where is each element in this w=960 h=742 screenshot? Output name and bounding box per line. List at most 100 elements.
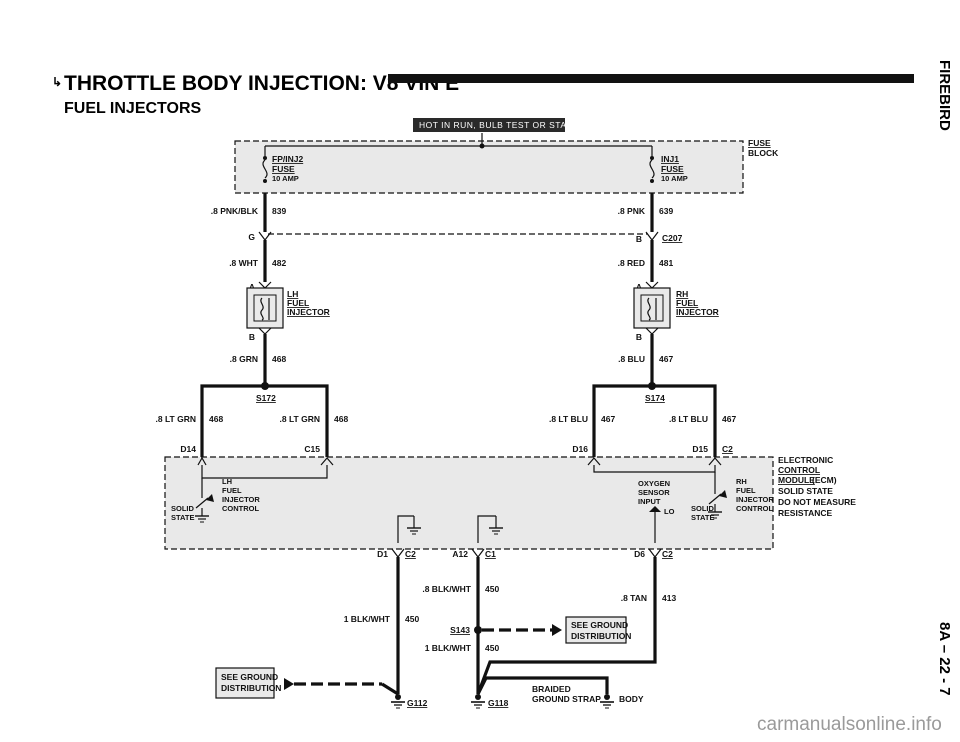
- ecm-note-3: RESISTANCE: [778, 508, 832, 518]
- ecm-d14-pin-icon: [197, 456, 207, 466]
- conn-d6-icon: [648, 548, 662, 558]
- wire-467-split: [592, 384, 717, 457]
- conn-d1-icon: [391, 548, 405, 558]
- wire-code-468b: 468: [209, 414, 223, 424]
- page-title: THROTTLE BODY INJECTION: V8 VIN E: [64, 72, 459, 95]
- wire-label-blkwht3: 1 BLK/WHT: [425, 643, 472, 653]
- ecm-left-s2: STATE: [171, 513, 194, 522]
- conn-d1: D1: [377, 549, 388, 559]
- wire-label-grn: .8 GRN: [230, 354, 258, 364]
- ground-body-icon: [600, 694, 614, 709]
- connector-g-icon: [258, 231, 272, 241]
- wire-label-wht: .8 WHT: [229, 258, 259, 268]
- injector-right-l1: RH: [676, 289, 688, 299]
- see-ground-2: SEE GROUND: [571, 620, 628, 630]
- ground-g118-icon: [471, 694, 485, 709]
- fuse-left-top-icon: [263, 156, 267, 160]
- wire-label-ltblu2: .8 LT BLU: [669, 414, 708, 424]
- switch-right-icon: [708, 493, 722, 505]
- conn-c1: C1: [485, 549, 496, 559]
- injector-left-l3: INJECTOR: [287, 307, 330, 317]
- distribution-1: DISTRIBUTION: [221, 683, 281, 693]
- wire-label-blkwht1: .8 BLK/WHT: [422, 584, 471, 594]
- conn-b: B: [636, 234, 642, 244]
- ground-ecm-2-icon: [489, 516, 503, 535]
- inj-right-conn-a-icon: [645, 281, 659, 289]
- fuse-right-type: FUSE: [661, 164, 684, 174]
- conn-c207: C207: [662, 233, 683, 243]
- ground-right-ctrl-icon: [708, 508, 722, 519]
- switch-left-arrow-icon: [206, 494, 214, 502]
- fuse-block-box: [234, 140, 744, 194]
- fuse-left-name: FP/INJ2: [272, 154, 303, 164]
- fuse-right-icon: [649, 159, 655, 179]
- wire-label-red: .8 RED: [618, 258, 645, 268]
- ecm-title-3b: (ECM): [812, 475, 837, 485]
- wire-413-tan: [476, 557, 657, 695]
- conn-c2-top: C2: [722, 444, 733, 454]
- see-ground-1: SEE GROUND: [221, 672, 278, 682]
- conn-d16: D16: [572, 444, 588, 454]
- ecm-oxygen-l3: INPUT: [638, 497, 661, 506]
- ecm-title-3: MODULE: [778, 475, 815, 485]
- ecm-note-2: DO NOT MEASURE: [778, 497, 856, 507]
- wire-label-blu: .8 BLU: [618, 354, 645, 364]
- inj-left-conn-a-icon: [258, 281, 272, 289]
- ecm-left-internal: [201, 465, 328, 479]
- fuse-left-icon: [262, 159, 268, 179]
- conn-a-left: A: [249, 282, 255, 292]
- ecm-oxygen-lo: LO: [664, 507, 675, 516]
- fuse-right-rating: 10 AMP: [661, 174, 688, 183]
- ecm-right-l1: RH: [736, 477, 747, 486]
- ground-left-ctrl-icon: [195, 512, 209, 523]
- left-ground-arrow-join: [381, 682, 399, 696]
- ecm-note-1: SOLID STATE: [778, 486, 833, 496]
- wire-code-482: 482: [272, 258, 286, 268]
- fuse-block-title-1: FUSE: [748, 138, 771, 148]
- conn-d15: D15: [692, 444, 708, 454]
- wire-code-450a: 450: [485, 584, 499, 594]
- conn-a-right: A: [636, 282, 642, 292]
- fuse-right-name: INJ1: [661, 154, 679, 164]
- splice-s143: S143: [450, 625, 470, 635]
- braided-strap-wire: [476, 676, 609, 695]
- wire-code-481: 481: [659, 258, 673, 268]
- injector-left-coil-path: [260, 297, 264, 321]
- ecm-right-s1: SOLID: [691, 504, 715, 513]
- wire-label-ltblu1: .8 LT BLU: [549, 414, 588, 424]
- wire-code-450c: 450: [485, 643, 499, 653]
- ecm-left-l3: INJECTOR: [222, 495, 260, 504]
- ecm-right-s2: STATE: [691, 513, 714, 522]
- wire-label-ltgrn1: .8 LT GRN: [156, 414, 196, 424]
- injector-left-coil-icon: [253, 294, 277, 322]
- conn-c15: C15: [304, 444, 320, 454]
- inj-left-conn-b-icon: [258, 327, 272, 335]
- conn-d14: D14: [180, 444, 196, 454]
- page-number: 8A – 22 - 7: [936, 622, 953, 696]
- left-ground-arrow-icon: [284, 678, 294, 690]
- conn-a12-icon: [471, 548, 485, 558]
- hot-banner-text: HOT IN RUN, BULB TEST OR START: [419, 120, 579, 130]
- wire-label-tan: .8 TAN: [621, 593, 647, 603]
- wire-code-468a: 468: [272, 354, 286, 364]
- wire-code-467b: 467: [601, 414, 615, 424]
- conn-b-right: B: [636, 332, 642, 342]
- fuse-right-bottom-icon: [650, 179, 654, 183]
- ecm-c15-pin-icon: [320, 457, 334, 466]
- wire-468-split: [200, 384, 329, 457]
- side-model: FIREBIRD: [936, 60, 953, 131]
- see-ground-box-left: [215, 667, 275, 699]
- splice-s143-icon: [474, 626, 482, 634]
- wire-code-450b: 450: [405, 614, 419, 624]
- wire-label-pnk: .8 PNK: [618, 206, 646, 216]
- ecm-a12-internal: [477, 515, 496, 543]
- wire-code-467c: 467: [722, 414, 736, 424]
- distribution-2: DISTRIBUTION: [571, 631, 631, 641]
- ecm-oxygen-l2: SENSOR: [638, 488, 670, 497]
- ecm-left-s1: SOLID: [171, 504, 195, 513]
- splice-s172: S172: [256, 393, 276, 403]
- ecm-d16-pin-icon: [587, 457, 601, 466]
- ecm-left-l1: LH: [222, 477, 232, 486]
- ground-g112-icon: [391, 694, 405, 709]
